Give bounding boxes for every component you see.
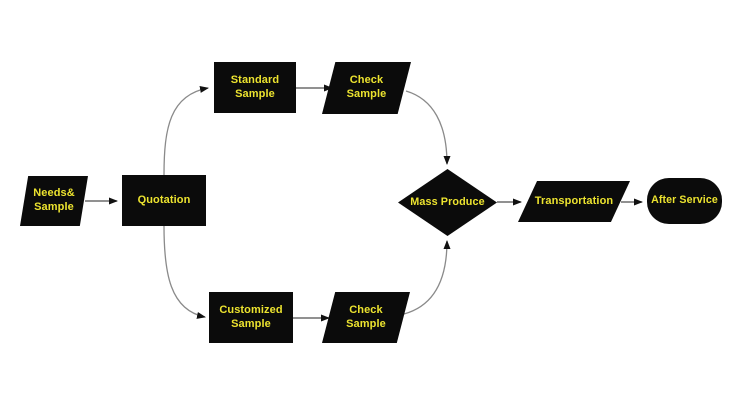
node-transportation: Transportation [518, 181, 630, 222]
node-customized-sample: Customized Sample [209, 292, 293, 343]
node-needs-sample: Needs& Sample [20, 176, 88, 226]
edge-quotation-to-customized [163, 225, 206, 319]
node-standard-sample: Standard Sample [214, 62, 296, 113]
node-quotation: Quotation [122, 175, 206, 226]
node-check-sample-bottom: Check Sample [322, 292, 410, 343]
node-after-service: After Service [647, 178, 722, 224]
edge-quotation-to-standard [163, 86, 209, 176]
edge-checkbottom-to-mass [403, 240, 451, 315]
edge-checktop-to-mass [405, 90, 451, 165]
node-check-sample-top: Check Sample [322, 62, 411, 114]
